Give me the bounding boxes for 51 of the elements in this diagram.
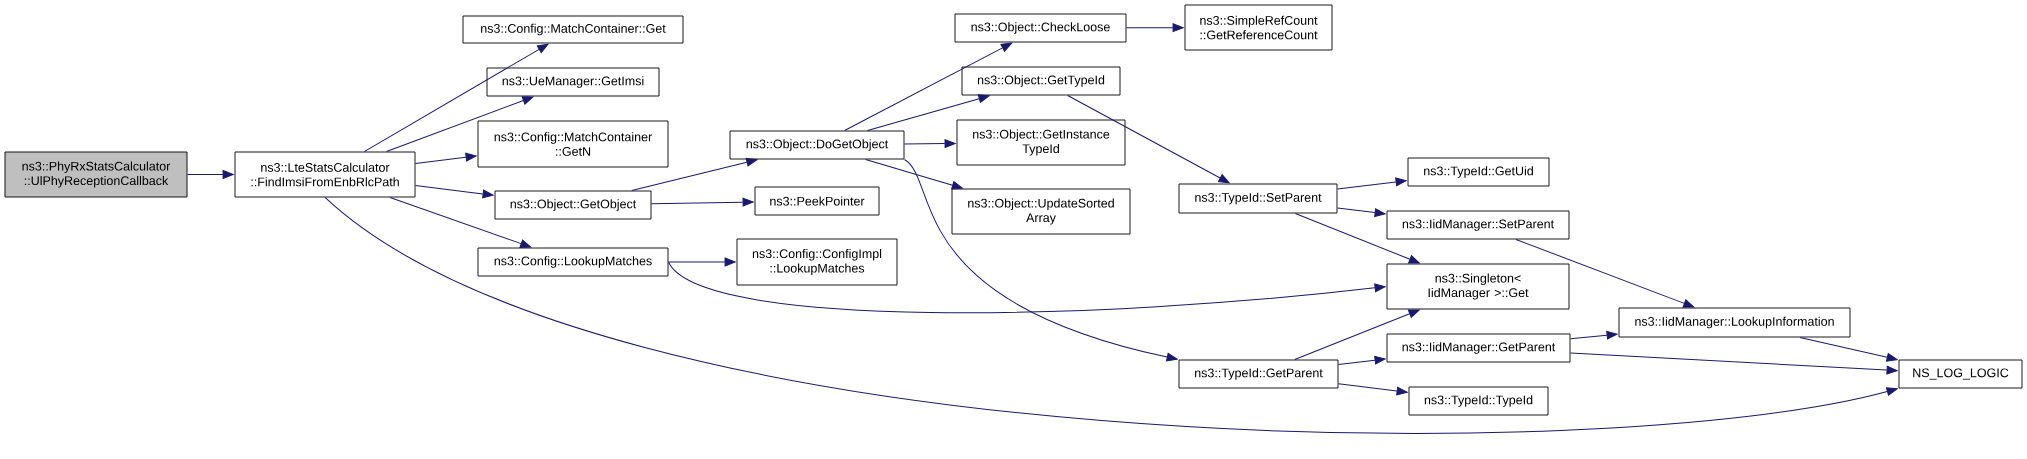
function-box: ns3::Config::ConfigImpl ::LookupMatches: [736, 238, 898, 286]
arrow: [867, 94, 990, 132]
arrow: [324, 196, 1898, 434]
function-box: ns3::TypeId::GetUid: [1407, 157, 1550, 187]
function-box: ns3::Object::GetObject: [494, 190, 652, 220]
function-box: ns3::IidManager::GetParent: [1386, 333, 1571, 363]
arrow: [631, 157, 758, 192]
function-box: ns3::TypeId::GetParent: [1178, 359, 1339, 389]
arrow: [363, 43, 549, 153]
arrow: [1337, 383, 1408, 396]
function-box: ns3::Config::MatchContainer ::GetN: [477, 120, 669, 168]
function-box: ns3::IidManager::SetParent: [1386, 210, 1570, 240]
function-box: ns3::IidManager::LookupInformation: [1618, 307, 1851, 338]
function-box: ns3::TypeId::SetParent: [1178, 183, 1338, 214]
arrow: [389, 196, 532, 248]
function-box: ns3::PeekPointer: [754, 186, 880, 216]
function-box: ns3::Object::CheckLoose: [954, 13, 1127, 43]
function-box: ns3::Object::GetTypeId: [961, 66, 1121, 96]
function-box: ns3::Object::GetInstance TypeId: [956, 119, 1126, 166]
arrow: [1336, 207, 1386, 217]
arrow: [1569, 330, 1618, 340]
arrow: [1569, 352, 1898, 375]
function-box: ns3::Singleton< IidManager >::Get: [1386, 263, 1570, 310]
arrow: [1067, 94, 1230, 184]
arrow: [667, 261, 1386, 313]
arrow: [844, 42, 1013, 132]
function-box: ns3::SimpleRefCount ::GetReferenceCount: [1184, 4, 1333, 51]
function-box: NS_LOG_LOGIC: [1898, 359, 2023, 389]
arrow: [386, 96, 534, 153]
function-box: ns3::Config::LookupMatches: [477, 247, 669, 277]
function-box: ns3::Object::DoGetObject: [729, 130, 905, 160]
function-box: ns3::LteStatsCalculator ::FindImsiFromEnbRlcPath: [234, 151, 416, 198]
arrow: [1337, 355, 1386, 366]
arrow: [1294, 309, 1420, 361]
arrow: [414, 185, 494, 199]
arrow: [1125, 23, 1184, 33]
arrow: [1294, 212, 1420, 264]
arrow: [903, 139, 956, 148]
arrow: [1336, 177, 1407, 190]
arrow: [667, 257, 736, 267]
highlighted-function-box: ns3::PhyRxStatsCalculator ::UlPhyReceptionCallback: [4, 151, 188, 198]
arrow: [414, 152, 477, 164]
function-box: ns3::TypeId::TypeId: [1408, 386, 1549, 416]
arrow: [903, 158, 1178, 362]
function-box: ns3::Object::UpdateSorted Array: [951, 188, 1131, 235]
arrow: [1799, 336, 1898, 362]
arrow: [186, 170, 234, 179]
function-box: ns3::Config::MatchContainer::Get: [462, 15, 684, 44]
arrow: [650, 197, 754, 207]
function-box: ns3::UeManager::GetImsi: [486, 67, 660, 97]
arrow: [865, 158, 963, 190]
